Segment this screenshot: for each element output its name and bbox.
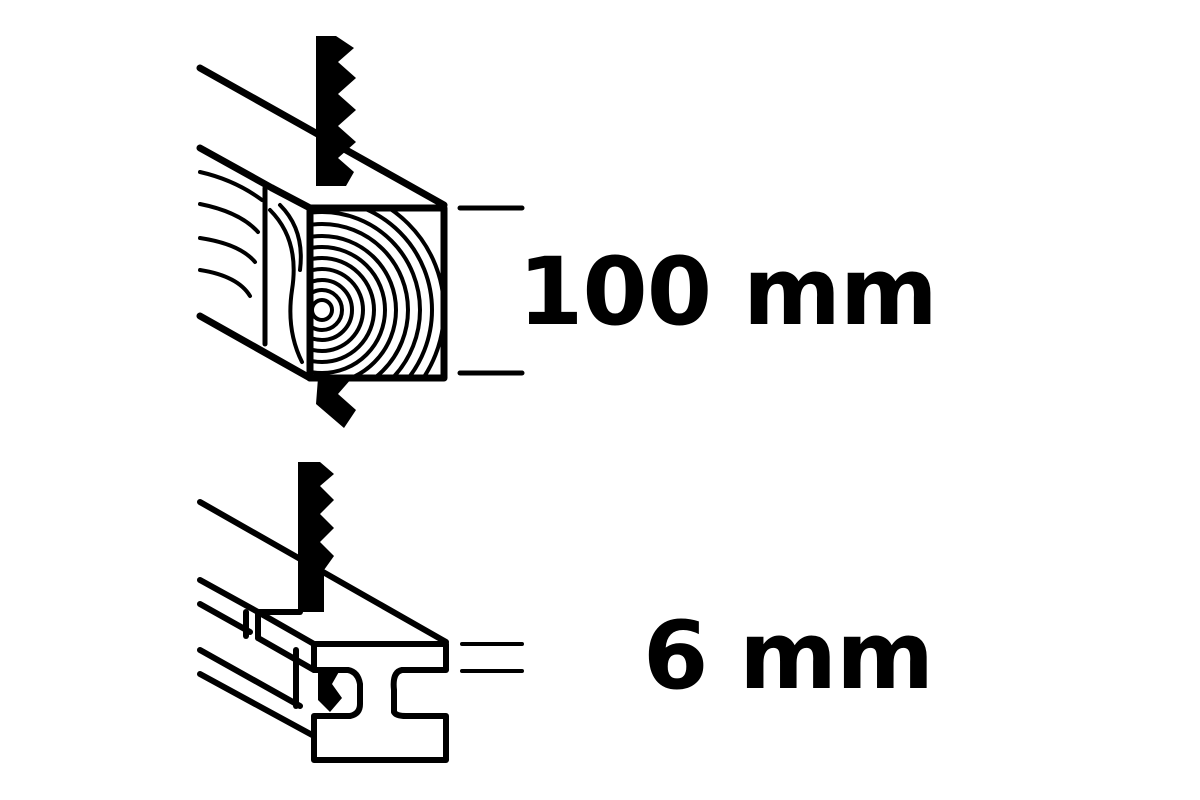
dimension-marker-metal-icon xyxy=(460,642,524,673)
metal-capacity-label: 6 mm xyxy=(643,602,934,711)
jigsaw-blade-lower-icon xyxy=(316,378,356,428)
wood-capacity-label: 100 mm xyxy=(518,238,938,347)
steel-i-beam-icon xyxy=(197,499,449,763)
dimension-marker-icon xyxy=(457,205,525,376)
jigsaw-blade-icon xyxy=(316,36,356,186)
end-grain-rings xyxy=(313,211,441,375)
jigsaw-blade-metal-icon xyxy=(298,462,342,712)
